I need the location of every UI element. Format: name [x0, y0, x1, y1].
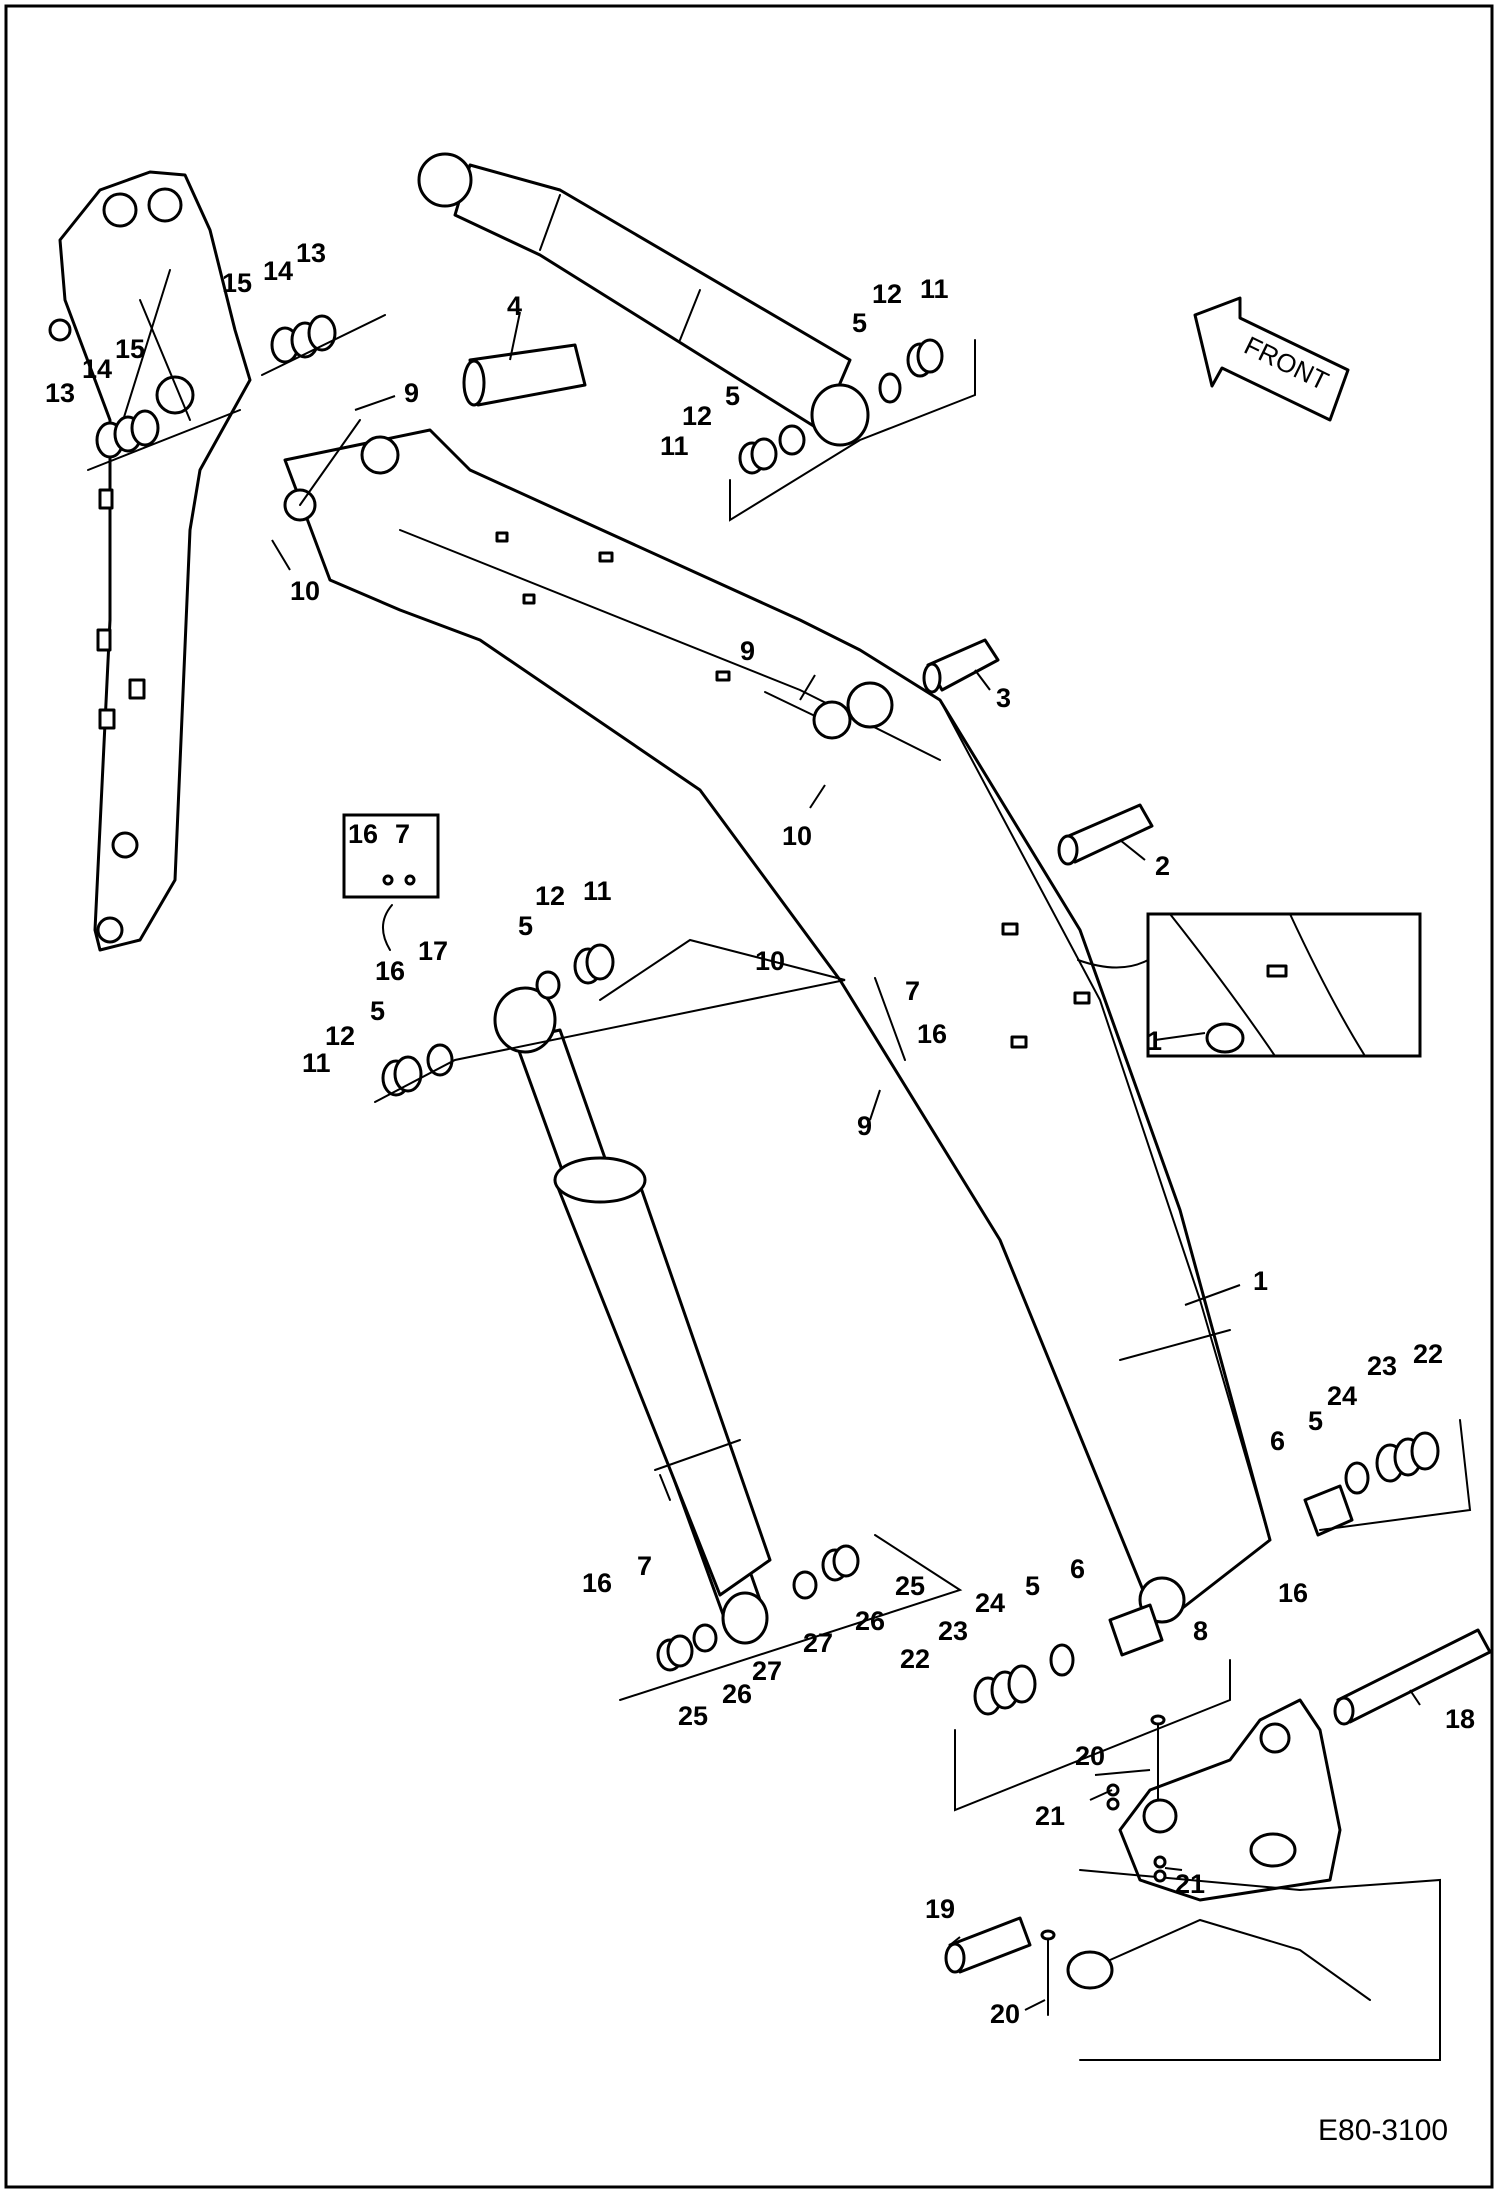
label-11-d: 11: [302, 1048, 331, 1078]
label-16-d: 16: [1278, 1578, 1308, 1608]
label-12-a: 12: [872, 279, 902, 309]
pin-18: [1333, 1628, 1492, 1726]
label-16-c: 16: [917, 1019, 947, 1049]
arm-bushing-group-lower: [87, 409, 241, 471]
label-3: 3: [996, 683, 1011, 713]
lock-kit-inset: [342, 813, 440, 951]
label-7-b: 7: [905, 976, 920, 1006]
label-12-b: 12: [682, 401, 712, 431]
label-1-boom: 1: [1253, 1266, 1268, 1296]
label-21-b: 21: [1175, 1869, 1205, 1899]
label-20-b: 20: [990, 1999, 1020, 2029]
boom-cylinder: [493, 986, 772, 1645]
label-27-a: 27: [803, 1628, 833, 1658]
label-2: 2: [1155, 851, 1170, 881]
label-10-c: 10: [755, 946, 785, 976]
detail-inset: [1077, 912, 1422, 1058]
label-16-e: 16: [582, 1568, 612, 1598]
label-11-a: 11: [920, 274, 949, 304]
label-20-a: 20: [1075, 1741, 1105, 1771]
label-26-b: 26: [722, 1679, 752, 1709]
label-17: 17: [418, 936, 448, 966]
pin-2: [1057, 803, 1154, 866]
label-9-c: 9: [857, 1111, 872, 1141]
bolt-20-lower: [1040, 1929, 1056, 2016]
label-5-f: 5: [1025, 1571, 1040, 1601]
label-24-a: 24: [1327, 1381, 1357, 1411]
label-24-b: 24: [975, 1588, 1005, 1618]
label-26-a: 26: [855, 1606, 885, 1636]
label-9-b: 9: [740, 636, 755, 666]
leader-lines: [271, 311, 1421, 2011]
label-13-b: 13: [45, 378, 75, 408]
label-1-inset: 1: [1147, 1026, 1162, 1056]
label-19: 19: [925, 1894, 955, 1924]
label-5-c: 5: [518, 911, 533, 941]
label-25-b: 25: [678, 1701, 708, 1731]
label-12-c: 12: [535, 881, 565, 911]
label-7-inset: 7: [395, 819, 410, 849]
label-18: 18: [1445, 1704, 1475, 1734]
page-border: [4, 4, 1494, 2189]
label-14-b: 14: [82, 354, 112, 384]
part-labels: 1 1 2 3 4 5 5 5 5 5 5 6 6 7 7 7 8 9 9 9 …: [45, 238, 1475, 2029]
label-14-a: 14: [263, 256, 293, 286]
bolt-9-b: [764, 691, 816, 717]
boom-1: [283, 428, 1272, 1624]
front-arrow: FRONT: [1193, 296, 1350, 422]
bolt-20-upper: [1150, 1714, 1166, 1801]
arm-cylinder: [417, 152, 870, 447]
arm-bushing-group-upper: [261, 314, 386, 376]
drawing-code: E80-3100: [1318, 2114, 1448, 2147]
cylinder-seal-group: [729, 338, 976, 522]
label-5-d: 5: [370, 996, 385, 1026]
label-25-a: 25: [895, 1571, 925, 1601]
label-5-a: 5: [852, 308, 867, 338]
label-11-c: 11: [583, 876, 612, 906]
label-11-b: 11: [660, 431, 689, 461]
label-8: 8: [1193, 1616, 1208, 1646]
pin-19: [944, 1916, 1032, 1974]
label-27-b: 27: [752, 1656, 782, 1686]
pin-3: [922, 638, 1000, 694]
boom-foot-seals-right: [1303, 1419, 1472, 1537]
arm-assembly: [48, 170, 252, 952]
label-22-b: 22: [900, 1644, 930, 1674]
boom-cylinder-bottom-seals: [619, 1534, 963, 1701]
label-15-b: 15: [115, 334, 145, 364]
label-23-b: 23: [938, 1616, 968, 1646]
label-13-a: 13: [296, 238, 326, 268]
label-10-b: 10: [782, 821, 812, 851]
label-6-b: 6: [1070, 1554, 1085, 1584]
label-16-b: 16: [375, 956, 405, 986]
label-10-a: 10: [290, 576, 320, 606]
label-6-a: 6: [1270, 1426, 1285, 1456]
label-23-a: 23: [1367, 1351, 1397, 1381]
bolt-9-a: [299, 419, 361, 506]
label-4: 4: [507, 291, 522, 321]
label-9-a: 9: [404, 378, 419, 408]
label-5-b: 5: [725, 381, 740, 411]
label-16-inset: 16: [348, 819, 378, 849]
label-22-a: 22: [1413, 1339, 1443, 1369]
label-12-d: 12: [325, 1021, 355, 1051]
label-21-a: 21: [1035, 1801, 1065, 1831]
boom-foot-seals-left: [954, 1603, 1231, 1812]
label-15-a: 15: [222, 268, 252, 298]
pin-4: [462, 343, 587, 407]
bolt-9-c: [874, 977, 906, 1061]
nuts-21: [1106, 1783, 1167, 1883]
label-7-c: 7: [637, 1551, 652, 1581]
label-5-e: 5: [1308, 1406, 1323, 1436]
boom-cylinder-rod-seals: [374, 938, 846, 1103]
swing-bracket: [1066, 1698, 1441, 2061]
